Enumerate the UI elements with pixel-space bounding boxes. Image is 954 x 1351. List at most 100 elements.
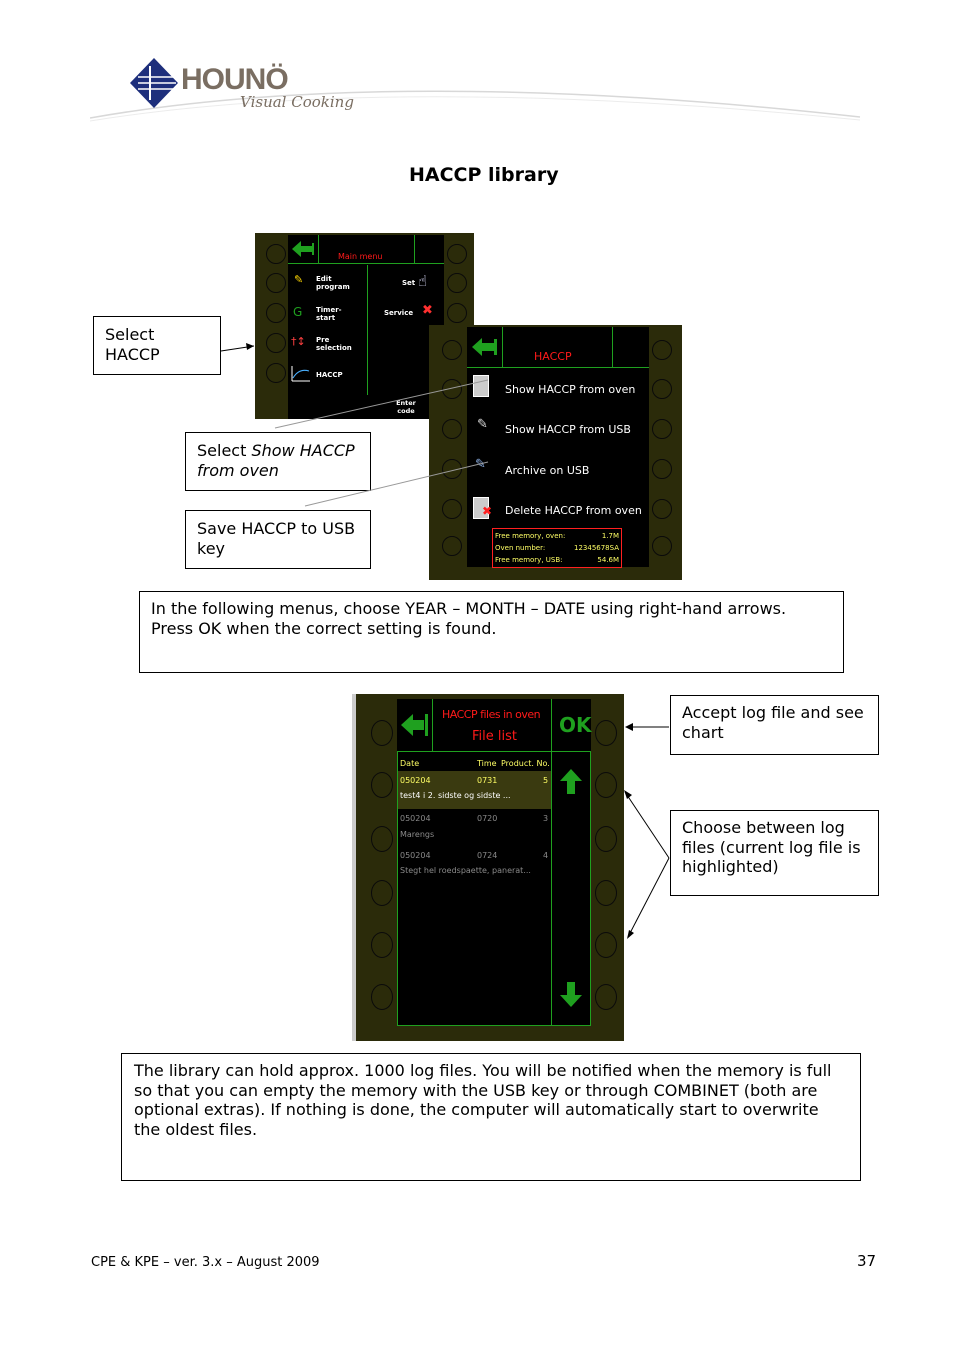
- arrow-down-icon[interactable]: [560, 982, 582, 1008]
- callout-text: Save HACCP to USB key: [197, 519, 356, 558]
- table-row-highlighted[interactable]: 050204 0731 5 test4 i 2. sidste og sidst…: [398, 771, 551, 809]
- menu-item-service[interactable]: Service: [384, 309, 414, 317]
- soft-key[interactable]: [595, 880, 617, 906]
- page-title: HACCP library: [409, 164, 559, 186]
- soft-key[interactable]: [652, 419, 672, 439]
- callout-text: Accept log file and see chart: [682, 703, 864, 742]
- row-time: 0720: [477, 814, 498, 823]
- haccp-item-show-usb[interactable]: Show HACCP from USB: [505, 423, 631, 436]
- back-arrow-icon[interactable]: [401, 712, 429, 738]
- row-time: 0724: [477, 851, 498, 860]
- library-note-box: The library can hold approx. 1000 log fi…: [121, 1053, 861, 1181]
- soft-key[interactable]: [442, 340, 462, 360]
- timer-icon: G: [293, 305, 303, 319]
- back-arrow-icon[interactable]: [292, 240, 314, 258]
- instruction-box: In the following menus, choose YEAR – MO…: [139, 591, 844, 673]
- file-list-screen: HACCP files in oven File list OK Date Ti…: [352, 694, 624, 1041]
- menu-item-set[interactable]: Set: [402, 279, 416, 287]
- soft-key[interactable]: [266, 363, 286, 383]
- soft-key[interactable]: [371, 984, 393, 1010]
- soft-key[interactable]: [652, 536, 672, 556]
- callout-text: Choose between log files (current log fi…: [682, 818, 861, 876]
- soft-key[interactable]: [652, 499, 672, 519]
- table-row[interactable]: 050204 0720 3 Marengs: [398, 809, 551, 845]
- haccp-display: HACCP Show HACCP from oven ✎ Show HACCP …: [467, 327, 649, 568]
- info-value: 12345678SA: [574, 544, 619, 552]
- table-row[interactable]: 050204 0724 4 Stegt hel roedspaette, pan…: [398, 846, 551, 882]
- usb-icon: ✎: [477, 417, 488, 432]
- callout-text-italic: Show HACCP from oven: [197, 441, 355, 480]
- col-time: Time: [477, 759, 497, 768]
- haccp-title: HACCP: [534, 350, 572, 363]
- soft-key[interactable]: [447, 244, 467, 264]
- soft-key[interactable]: [266, 244, 286, 264]
- header-logo: HOUNÖ Visual Cooking: [90, 55, 870, 125]
- soft-key[interactable]: [371, 826, 393, 852]
- row-date: 050204: [400, 814, 431, 823]
- soft-key[interactable]: [652, 340, 672, 360]
- soft-key[interactable]: [447, 273, 467, 293]
- file-list-display: HACCP files in oven File list OK Date Ti…: [397, 699, 592, 1026]
- chart-icon: [291, 366, 310, 382]
- soft-key[interactable]: [595, 772, 617, 798]
- soft-key[interactable]: [595, 984, 617, 1010]
- set-hand-icon: ☝: [418, 272, 428, 290]
- oven-icon: [473, 375, 489, 397]
- row-name: Stegt hel roedspaette, panerat...: [400, 866, 531, 875]
- soft-key[interactable]: [442, 419, 462, 439]
- row-name: test4 i 2. sidste og sidste ...: [400, 791, 511, 800]
- file-list-title-1: HACCP files in oven: [442, 708, 541, 721]
- soft-key[interactable]: [652, 459, 672, 479]
- soft-key[interactable]: [371, 880, 393, 906]
- soft-key[interactable]: [266, 333, 286, 353]
- callout-save-usb: Save HACCP to USB key: [185, 510, 371, 569]
- menu-item-haccp[interactable]: HACCP: [316, 371, 343, 379]
- info-label: Free memory, oven:: [495, 532, 566, 540]
- menu-item-timer-start[interactable]: Timer-start: [316, 306, 342, 322]
- callout-select-haccp: Select HACCP: [93, 316, 221, 375]
- haccp-info-box: Free memory, oven: 1.7M Oven number: 123…: [492, 528, 622, 568]
- soft-key[interactable]: [371, 772, 393, 798]
- logo-name: HOUNÖ: [181, 63, 289, 96]
- soft-key[interactable]: [442, 379, 462, 399]
- soft-key[interactable]: [595, 720, 617, 746]
- menu-item-pre-selection[interactable]: Pre selection: [316, 336, 352, 352]
- haccp-item-show-oven[interactable]: Show HACCP from oven: [505, 383, 636, 396]
- haccp-item-delete-oven[interactable]: Delete HACCP from oven: [505, 504, 642, 517]
- soft-key[interactable]: [442, 536, 462, 556]
- soft-key[interactable]: [595, 932, 617, 958]
- service-icon: ✖: [422, 303, 433, 318]
- soft-key[interactable]: [595, 826, 617, 852]
- soft-key[interactable]: [442, 499, 462, 519]
- callout-select-show: Select Show HACCP from oven: [185, 432, 371, 491]
- back-arrow-icon[interactable]: [472, 337, 498, 357]
- row-product: 5: [543, 776, 549, 785]
- row-time: 0731: [477, 776, 498, 785]
- row-date: 050204: [400, 776, 431, 785]
- file-list-title-2: File list: [472, 729, 517, 744]
- soft-key[interactable]: [447, 303, 467, 323]
- col-date: Date: [400, 759, 420, 768]
- info-label: Free memory, USB:: [495, 556, 563, 564]
- haccp-screen: HACCP Show HACCP from oven ✎ Show HACCP …: [429, 325, 682, 580]
- ok-button[interactable]: OK: [559, 713, 592, 737]
- delete-icon: ✖: [473, 497, 492, 519]
- row-product: 4: [543, 851, 549, 860]
- menu-item-enter-code[interactable]: Enter code: [396, 399, 416, 415]
- diamond-logo-icon: [130, 58, 178, 108]
- soft-key[interactable]: [266, 303, 286, 323]
- callout-choose-log: Choose between log files (current log fi…: [670, 810, 879, 896]
- row-name: Marengs: [400, 830, 435, 839]
- menu-item-edit-program[interactable]: Edit program: [316, 275, 350, 291]
- preselection-icon: †↕: [291, 335, 306, 348]
- haccp-item-archive-usb[interactable]: Archive on USB: [505, 464, 590, 477]
- soft-key[interactable]: [371, 720, 393, 746]
- instruction-text: In the following menus, choose YEAR – MO…: [151, 599, 787, 638]
- soft-key[interactable]: [266, 273, 286, 293]
- info-label: Oven number:: [495, 544, 546, 552]
- soft-key[interactable]: [442, 459, 462, 479]
- arrow-up-icon[interactable]: [560, 769, 582, 795]
- soft-key[interactable]: [371, 932, 393, 958]
- soft-key[interactable]: [652, 379, 672, 399]
- main-menu-display: Main menu ✎ Edit program G Timer-start †…: [288, 235, 444, 419]
